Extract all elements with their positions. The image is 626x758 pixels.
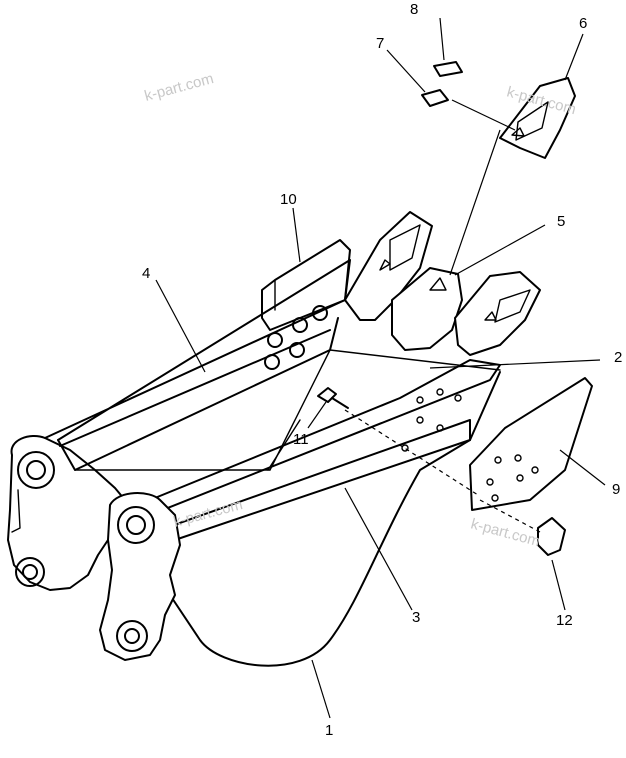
part-label-2: 2 [614, 349, 622, 366]
nut-part-12 [537, 517, 566, 556]
bolt-part-11 [317, 387, 349, 409]
part-label-3: 3 [412, 609, 420, 626]
part-label-12: 12 [556, 612, 573, 629]
part-label-9: 9 [612, 481, 620, 498]
watermark-1: k-part.com [143, 70, 216, 105]
part-label-4: 4 [142, 265, 150, 282]
part-label-1: 1 [325, 722, 333, 739]
part-label-10: 10 [280, 191, 297, 208]
bucket-body [7, 239, 501, 667]
part-label-5: 5 [557, 213, 565, 230]
lock-part-8 [433, 61, 463, 77]
part-label-6: 6 [579, 15, 587, 32]
mounted-teeth [344, 211, 541, 356]
part-label-7: 7 [376, 35, 384, 52]
side-cutter-part-9 [469, 377, 593, 511]
part-label-11: 11 [293, 431, 309, 448]
watermark-4: k-part.com [469, 515, 542, 550]
rail-bolts [264, 305, 328, 370]
pin-part-7 [421, 89, 449, 107]
tooth-part-6 [499, 77, 576, 159]
part-label-8: 8 [410, 1, 418, 18]
edge-holes [401, 388, 462, 452]
side-cutter-holes [486, 454, 539, 502]
leader-lines [155, 17, 606, 719]
